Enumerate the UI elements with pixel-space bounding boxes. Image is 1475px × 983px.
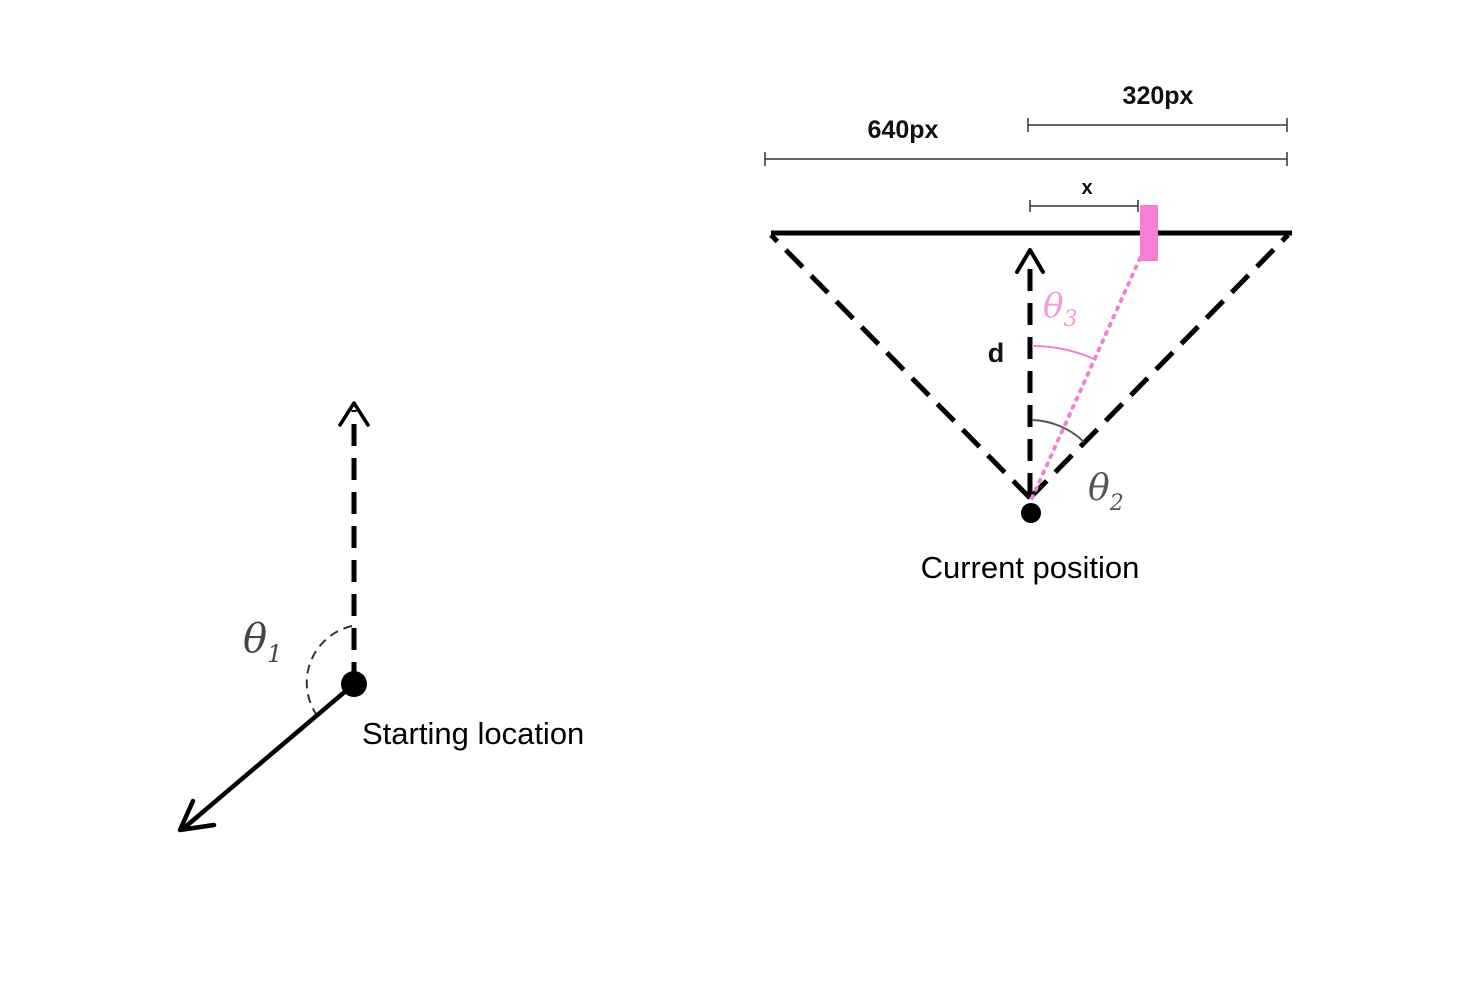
offset-dimension: [1029, 200, 1139, 212]
theta3-label: θ3: [1043, 286, 1077, 332]
direction-vector: [181, 681, 357, 831]
offset-label: x: [1081, 177, 1092, 199]
fov-left-edge: [769, 233, 1032, 500]
distance-label: d: [988, 338, 1005, 368]
current-position-label: Current position: [921, 550, 1140, 585]
starting-location-panel: θ1 Starting location: [177, 401, 584, 833]
theta3-angle-arc: [1031, 344, 1095, 360]
target-ray: [1030, 254, 1143, 500]
starting-location-label: Starting location: [362, 716, 584, 751]
theta2-angle-arc: [1031, 419, 1085, 443]
heading-reference-arrowhead: [338, 401, 370, 427]
theta2-label: θ2: [1088, 468, 1124, 516]
direction-arrowhead: [177, 798, 217, 833]
full-width-dimension: [764, 152, 1288, 166]
full-width-label: 640px: [868, 116, 939, 144]
current-position-point: [1021, 503, 1041, 523]
optical-axis-arrowhead: [1015, 248, 1045, 274]
theta1-label: θ1: [243, 616, 282, 668]
starting-location-point: [341, 671, 367, 697]
fov-right-edge: [1028, 233, 1290, 500]
half-width-label: 320px: [1123, 82, 1194, 110]
half-width-dimension: [1027, 118, 1288, 132]
theta1-angle-arc: [305, 625, 353, 715]
camera-view-panel: 320px 640px x d θ3: [764, 82, 1292, 585]
target-marker: [1140, 205, 1158, 261]
